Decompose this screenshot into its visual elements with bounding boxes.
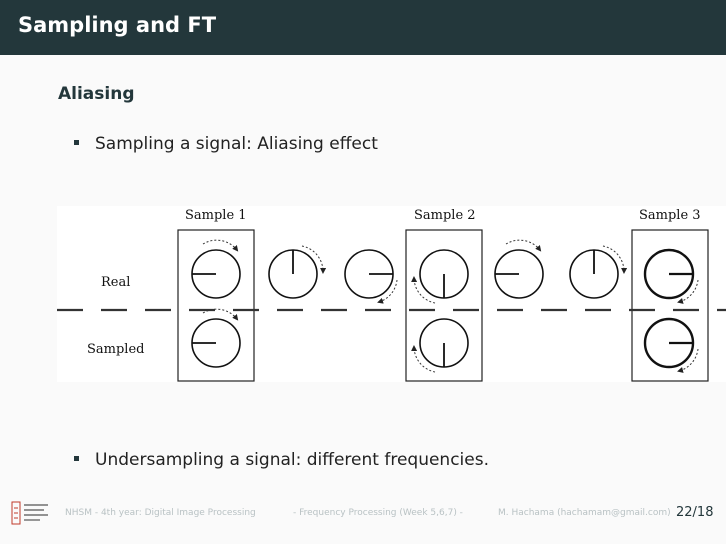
real-wheel-6: [569, 245, 628, 299]
sampled-wheel-1: [191, 308, 241, 368]
section-title: Aliasing: [58, 84, 135, 104]
sampled-wheel-2: [411, 318, 469, 373]
sample-label-1: Sample 1: [185, 208, 247, 223]
title-bar: Sampling and FT: [0, 0, 726, 55]
footer-author: M. Hachama (hachamam@gmail.com): [498, 508, 671, 518]
real-wheel-5: [494, 239, 544, 299]
real-wheel-3: [344, 249, 398, 304]
row-label-sampled: Sampled: [87, 342, 144, 357]
real-wheel-2: [268, 245, 327, 299]
institution-logo-icon: [11, 501, 48, 525]
bullet-marker: [74, 139, 79, 145]
real-wheel-7: [643, 248, 699, 304]
slide-title: Sampling and FT: [18, 13, 217, 37]
footer-course: NHSM - 4th year: Digital Image Processin…: [65, 508, 256, 518]
bullet-marker: [74, 455, 79, 461]
sample-frame-1: [177, 229, 255, 382]
real-wheel-4: [411, 249, 469, 304]
row-label-real: Real: [101, 275, 130, 290]
sampled-wheel-3: [643, 317, 699, 373]
sample-label-2: Sample 2: [414, 208, 476, 223]
bullet-item: Undersampling a signal: different freque…: [74, 450, 489, 470]
sample-frame-2: [405, 229, 483, 382]
sample-label-3: Sample 3: [639, 208, 701, 223]
real-wheel-1: [191, 239, 241, 299]
footer-topic: - Frequency Processing (Week 5,6,7) -: [293, 508, 463, 518]
bullet-item: Sampling a signal: Aliasing effect: [74, 134, 378, 154]
bullet-text: Sampling a signal: Aliasing effect: [95, 134, 378, 154]
aliasing-diagram: Sample 1 Sample 2 Sample 3 Real Sampled: [57, 206, 726, 382]
sample-frame-3: [631, 229, 709, 382]
page-number: 22/18: [676, 505, 714, 520]
bullet-text: Undersampling a signal: different freque…: [95, 450, 489, 470]
